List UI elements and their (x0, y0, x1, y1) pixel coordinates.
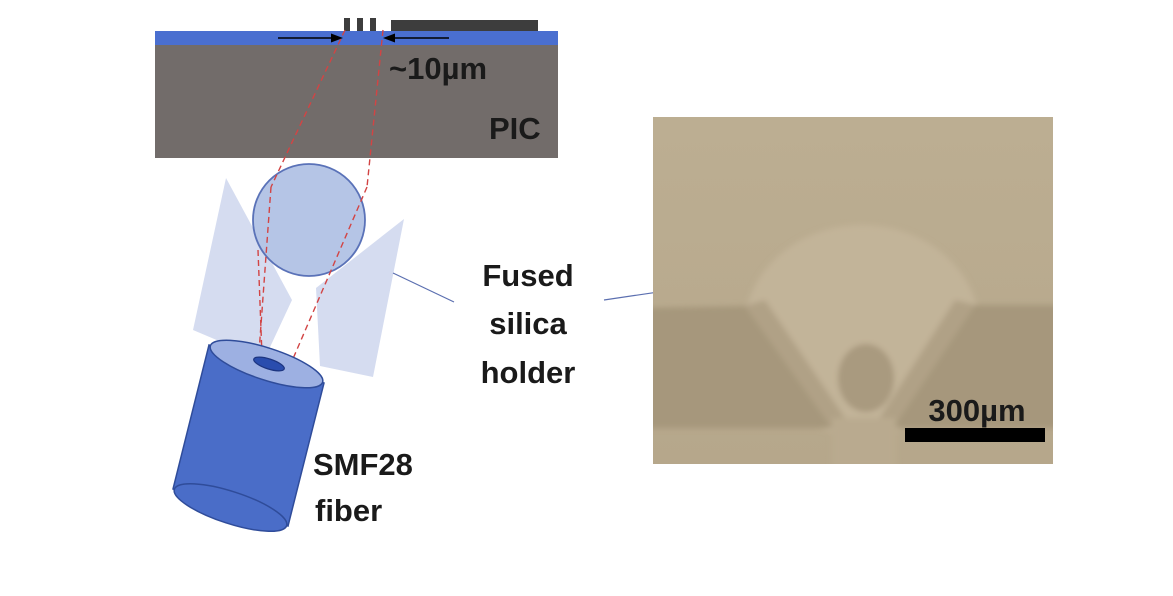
photo-groove-bottom (832, 418, 896, 464)
holder (193, 178, 404, 377)
grating-tooth-3 (370, 18, 376, 31)
holder-leader-left (392, 272, 455, 303)
photo-holder-right (893, 305, 1053, 428)
scale-bar (905, 428, 1045, 442)
scale-bar-label: 300µm (928, 393, 1025, 428)
ball-lens (252, 163, 366, 277)
photo-fiber (838, 344, 894, 412)
fiber (172, 339, 325, 532)
holder-left-wing (193, 178, 292, 360)
pic-substrate (155, 44, 558, 158)
holder-label-line2: silica (489, 306, 567, 341)
micrograph: 300µm (653, 117, 1053, 464)
fiber-label-line2: fiber (315, 493, 382, 528)
fiber-label-line1: SMF28 (313, 447, 413, 482)
holder-right-wing (316, 219, 404, 377)
pic-chip (155, 18, 558, 158)
holder-label-line1: Fused (482, 258, 573, 293)
fiber-core (253, 356, 285, 372)
photo-holder-left-face (745, 300, 850, 428)
spot-size-label: ~10µm (389, 51, 487, 86)
pic-label: PIC (489, 111, 541, 146)
holder-label-line3: holder (481, 355, 576, 390)
fiber-bottom (173, 483, 288, 532)
photo-holder-left (653, 306, 832, 428)
photo-holder-right-face (875, 300, 975, 428)
spot-size-arrows (278, 33, 449, 43)
grating-tooth-1 (344, 18, 350, 31)
beam-path (257, 29, 384, 369)
waveguide-layer (155, 31, 558, 45)
taper-pad (391, 20, 538, 31)
grating-tooth-2 (357, 18, 363, 31)
